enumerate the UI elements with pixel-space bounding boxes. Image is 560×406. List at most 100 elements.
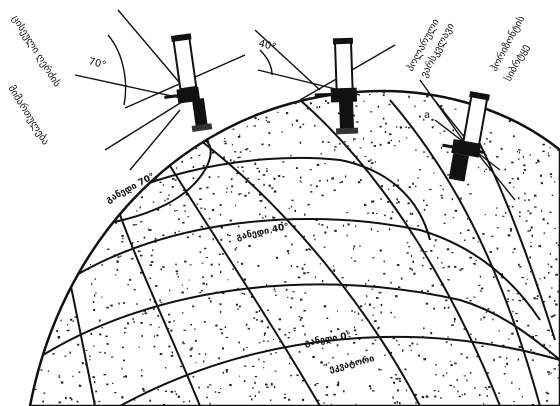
stipple-dot [451, 325, 453, 326]
stipple-dot [302, 268, 304, 270]
stipple-dot [85, 119, 87, 121]
stipple-dot [213, 126, 216, 128]
stipple-dot [32, 221, 34, 222]
stipple-dot [343, 390, 345, 392]
stipple-dot [265, 215, 266, 217]
stipple-dot [93, 179, 96, 181]
stipple-dot [110, 305, 113, 307]
stipple-dot [300, 182, 302, 183]
stipple-dot [236, 247, 237, 248]
stipple-dot [523, 156, 524, 158]
stipple-dot [495, 214, 496, 216]
stipple-dot [554, 300, 555, 302]
stipple-dot [479, 394, 481, 396]
stipple-dot [274, 288, 275, 290]
stipple-dot [548, 373, 549, 375]
stipple-dot [182, 161, 183, 163]
stipple-dot [70, 116, 71, 118]
stipple-dot [299, 351, 301, 353]
stipple-dot [158, 167, 159, 169]
stipple-dot [81, 208, 82, 209]
stipple-dot [208, 298, 210, 300]
stipple-dot [399, 381, 401, 383]
stipple-dot [427, 396, 429, 397]
stipple-dot [63, 294, 65, 295]
stipple-dot [135, 224, 137, 225]
stipple-dot [172, 178, 174, 180]
telescope-icon [156, 32, 212, 135]
stipple-dot [156, 335, 158, 337]
stipple-dot [164, 135, 167, 136]
stipple-dot [114, 139, 115, 140]
stipple-dot [437, 257, 438, 258]
stipple-dot [187, 216, 189, 217]
stipple-dot [248, 328, 250, 330]
stipple-dot [543, 218, 545, 220]
stipple-dot [54, 143, 56, 145]
stipple-dot [470, 334, 472, 335]
stipple-dot [394, 317, 395, 318]
stipple-dot [133, 224, 135, 225]
stipple-dot [35, 176, 37, 177]
stipple-dot [247, 178, 249, 179]
stipple-dot [132, 111, 133, 112]
stipple-dot [302, 325, 304, 327]
stipple-dot [300, 177, 302, 179]
stipple-dot [405, 369, 407, 371]
stipple-dot [306, 249, 308, 251]
stipple-dot [405, 126, 406, 128]
stipple-dot [43, 393, 45, 394]
stipple-dot [236, 173, 238, 174]
stipple-dot [466, 298, 468, 299]
stipple-dot [265, 384, 268, 386]
stipple-dot [393, 338, 396, 339]
stipple-dot [142, 388, 144, 390]
stipple-dot [461, 268, 464, 269]
stipple-dot [192, 114, 193, 116]
stipple-dot [359, 245, 360, 247]
stipple-dot [101, 297, 102, 298]
stipple-dot [221, 227, 223, 229]
stipple-dot [451, 364, 453, 366]
stipple-dot [351, 310, 353, 311]
stipple-dot [380, 198, 382, 200]
stipple-dot [248, 91, 249, 92]
stipple-dot [324, 402, 325, 404]
stipple-dot [555, 304, 558, 306]
stipple-dot [153, 308, 155, 310]
stipple-dot [399, 402, 401, 404]
stipple-dot [151, 166, 152, 168]
stipple-dot [80, 261, 81, 263]
stipple-dot [229, 241, 231, 243]
stipple-dot [324, 365, 326, 366]
stipple-dot [79, 239, 82, 241]
stipple-dot [33, 246, 34, 247]
stipple-dot [541, 182, 543, 184]
stipple-dot [281, 132, 283, 133]
stipple-dot [374, 320, 377, 322]
stipple-dot [55, 287, 56, 288]
stipple-dot [218, 392, 220, 393]
stipple-dot [527, 210, 529, 211]
stipple-dot [40, 115, 42, 117]
stipple-dot [123, 360, 125, 362]
stipple-dot [159, 299, 161, 301]
stipple-dot [50, 288, 52, 289]
stipple-dot [504, 373, 506, 375]
stipple-dot [64, 131, 66, 133]
stipple-dot [115, 274, 116, 276]
stipple-dot [268, 132, 270, 134]
stipple-dot [490, 132, 492, 133]
stipple-dot [310, 169, 312, 170]
stipple-dot [505, 212, 506, 214]
stipple-dot [452, 198, 453, 200]
stipple-dot [518, 158, 519, 160]
stipple-dot [195, 148, 197, 150]
stipple-dot [254, 164, 256, 165]
stipple-dot [220, 239, 222, 241]
pointer-left-1 [105, 100, 185, 150]
stipple-dot [132, 118, 134, 119]
stipple-dot [365, 156, 367, 157]
stipple-dot [134, 321, 135, 323]
stipple-dot [547, 222, 549, 224]
